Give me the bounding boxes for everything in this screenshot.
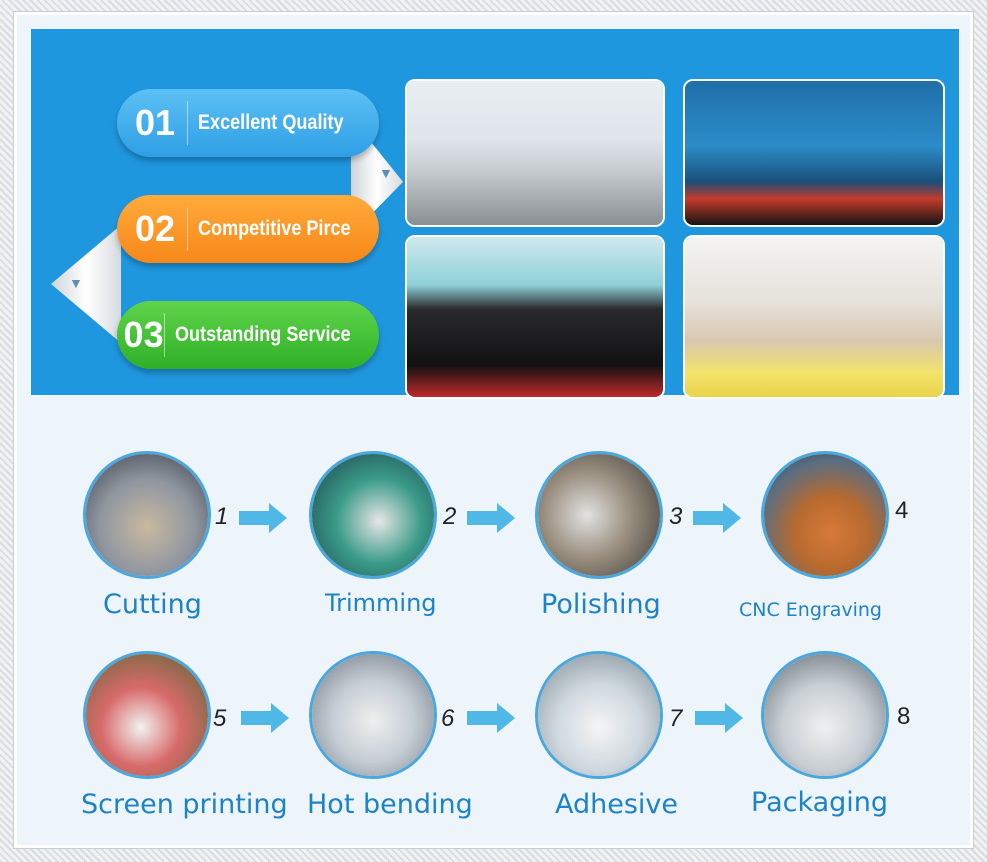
team-photo: [405, 235, 665, 399]
process-image-screen-printing: [83, 651, 211, 779]
feature-banner: ▼ ▼ 01 Excellent Quality 02 Competitive …: [31, 29, 959, 399]
step-number: 3: [669, 503, 683, 530]
feature-text: Competitive Pirce: [198, 217, 351, 240]
step-label: Cutting: [103, 589, 202, 620]
office-photo: [405, 79, 665, 227]
feature-number: 03: [123, 314, 164, 355]
step-number: 2: [443, 503, 457, 530]
feature-text: Excellent Quality: [198, 111, 344, 134]
feature-text: Outstanding Service: [174, 323, 351, 346]
feature-pill-2: 02 Competitive Pirce: [117, 195, 379, 263]
step-label: Adhesive: [555, 789, 679, 820]
step-number: 1: [215, 503, 229, 530]
step-number: 7: [669, 705, 683, 732]
arrow-right-icon: [239, 503, 287, 533]
step-label: Trimming: [325, 589, 437, 617]
showroom-photo: [683, 235, 945, 399]
step-label: Hot bending: [307, 789, 473, 820]
divider: [164, 313, 165, 357]
process-image-polishing: [535, 451, 663, 579]
arrow-right-icon: [693, 503, 741, 533]
feature-number: 01: [134, 102, 176, 143]
step-number: 5: [213, 705, 227, 732]
feature-number: 02: [134, 208, 176, 249]
reception-photo: [683, 79, 945, 227]
process-image-hot-bending: [309, 651, 437, 779]
process-image-trimming: [309, 451, 437, 579]
process-image-cutting: [83, 451, 211, 579]
arrow-right-icon: [241, 703, 289, 733]
step-label: CNC Engraving: [739, 599, 882, 621]
feature-pill-3: 03 Outstanding Service: [117, 301, 379, 369]
arrow-right-icon: [695, 703, 743, 733]
page-frame: ▼ ▼ 01 Excellent Quality 02 Competitive …: [14, 12, 973, 848]
process-image-cnc-engraving: [761, 451, 889, 579]
step-number: 6: [441, 705, 455, 732]
step-label: Polishing: [541, 589, 661, 620]
divider: [187, 101, 188, 145]
arrow-right-icon: [467, 703, 515, 733]
step-label: Screen printing: [81, 789, 288, 820]
chevron-down-icon: ▼: [379, 165, 393, 181]
process-image-adhesive: [535, 651, 663, 779]
process-image-packaging: [761, 651, 889, 779]
step-number: 4: [895, 497, 909, 524]
step-label: Packaging: [751, 787, 889, 818]
chevron-down-icon: ▼: [69, 275, 83, 291]
feature-pill-1: 01 Excellent Quality: [117, 89, 379, 157]
ribbon-left: [51, 225, 121, 343]
divider: [187, 207, 188, 251]
arrow-right-icon: [467, 503, 515, 533]
step-number: 8: [897, 703, 911, 730]
